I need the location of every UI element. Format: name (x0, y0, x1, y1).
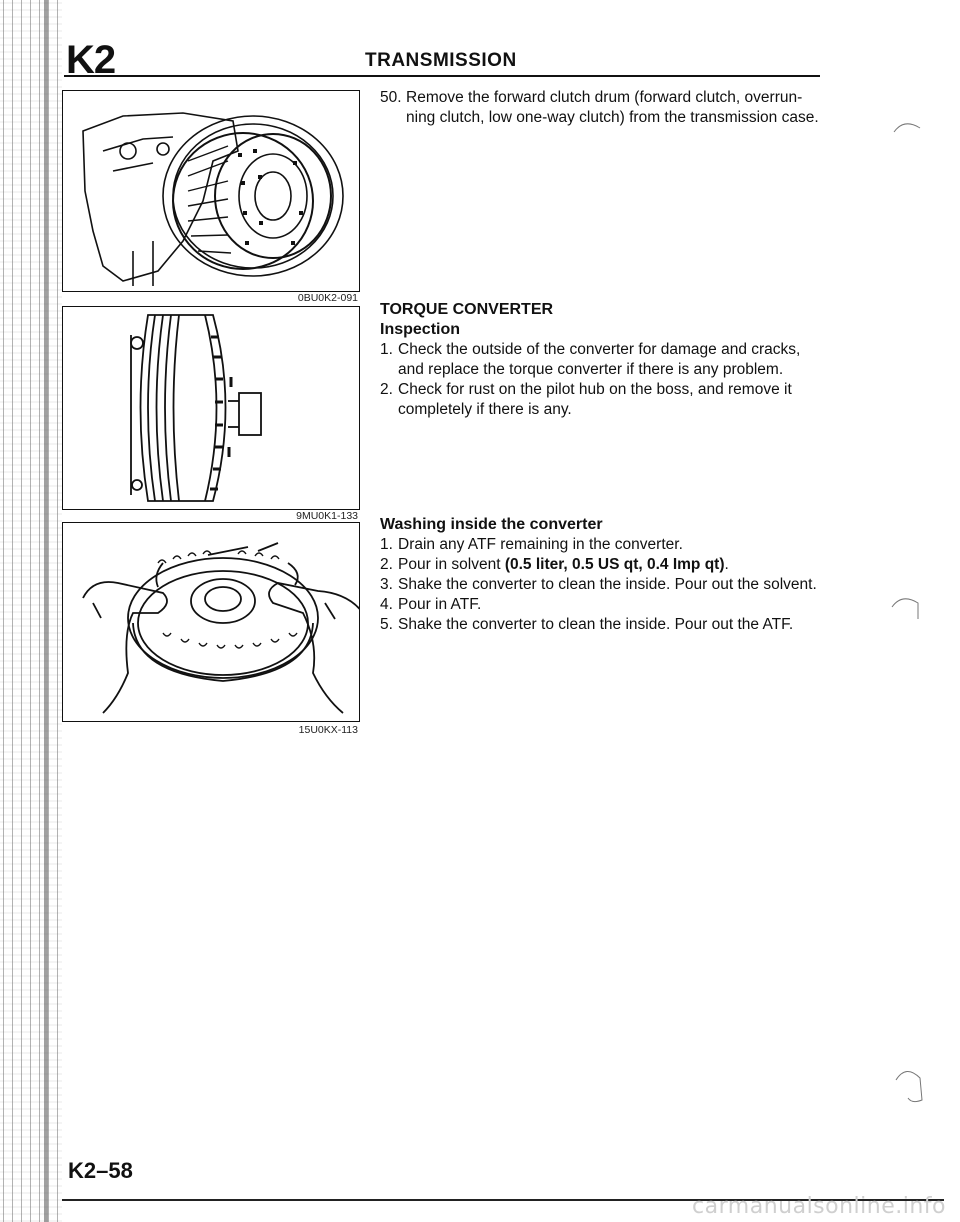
hands-shaking-converter-illustration (82, 542, 359, 714)
figure-code: 9MU0K1-133 (296, 510, 358, 522)
step-text: Drain any ATF remaining in the converter… (398, 536, 683, 553)
section-subheading: Inspection (380, 321, 461, 338)
figure-torque-converter (62, 306, 360, 510)
figure-code: 0BU0K2-091 (297, 292, 358, 304)
figure-shaking-converter (62, 522, 360, 722)
step-text-before: Pour in solvent (398, 556, 505, 573)
scan-mark (891, 598, 919, 619)
step-number: 1. (380, 536, 393, 553)
section-heading: TORQUE CONVERTER (380, 301, 554, 318)
list-item: 2. Check for rust on the pilot hub on th… (380, 380, 825, 420)
page-title: TRANSMISSION (365, 50, 517, 71)
step-number: 3. (380, 576, 393, 593)
section-code: K2 (66, 38, 116, 82)
header-rule (64, 75, 820, 77)
watermark: carmanualsonline.info (692, 1194, 946, 1219)
page-number: K2–58 (68, 1158, 133, 1183)
torque-converter-illustration (130, 314, 262, 502)
list-item: 2. Pour in solvent (0.5 liter, 0.5 US qt… (380, 555, 825, 575)
step-text: Shake the converter to clean the inside.… (398, 576, 817, 593)
list-item: 4. Pour in ATF. (380, 595, 825, 615)
scan-mark (895, 1071, 923, 1103)
step-number: 4. (380, 596, 393, 613)
washing-section: Washing inside the converter 1. Drain an… (380, 515, 825, 635)
step-50: 50. Remove the forward clutch drum (forw… (380, 88, 830, 128)
step-number: 2. (380, 556, 393, 573)
step-number: 5. (380, 616, 393, 633)
scan-binding-line (44, 0, 48, 1222)
section-heading: Washing inside the converter (380, 516, 603, 533)
scan-mark (893, 123, 921, 133)
step-number: 2. (380, 381, 393, 398)
list-item: 5. Shake the converter to clean the insi… (380, 615, 825, 635)
step-text: Check the outside of the converter for d… (398, 341, 801, 378)
step-text: Remove the forward clutch drum (forward … (406, 89, 819, 126)
figure-forward-clutch-drum (62, 90, 360, 292)
step-text-after: . (724, 556, 729, 573)
step-text: Pour in ATF. (398, 596, 482, 613)
scan-binding-edge (0, 0, 62, 1222)
step-text: Check for rust on the pilot hub on the b… (398, 381, 792, 418)
list-item: 1. Check the outside of the converter fo… (380, 340, 825, 380)
torque-converter-section: TORQUE CONVERTER Inspection 1. Check the… (380, 300, 825, 420)
solvent-quantity: (0.5 liter, 0.5 US qt, 0.4 Imp qt) (504, 556, 725, 573)
forward-clutch-drum-illustration (82, 112, 344, 286)
footer-rule (62, 1199, 944, 1201)
step-text: Pour in solvent (0.5 liter, 0.5 US qt, 0… (398, 555, 825, 575)
list-item: 3. Shake the converter to clean the insi… (380, 575, 825, 595)
figure-code: 15U0KX-113 (298, 724, 358, 736)
step-number: 50. (380, 89, 402, 106)
list-item: 1. Drain any ATF remaining in the conver… (380, 535, 825, 555)
step-number: 1. (380, 341, 393, 358)
step-text: Shake the converter to clean the inside.… (398, 616, 794, 633)
